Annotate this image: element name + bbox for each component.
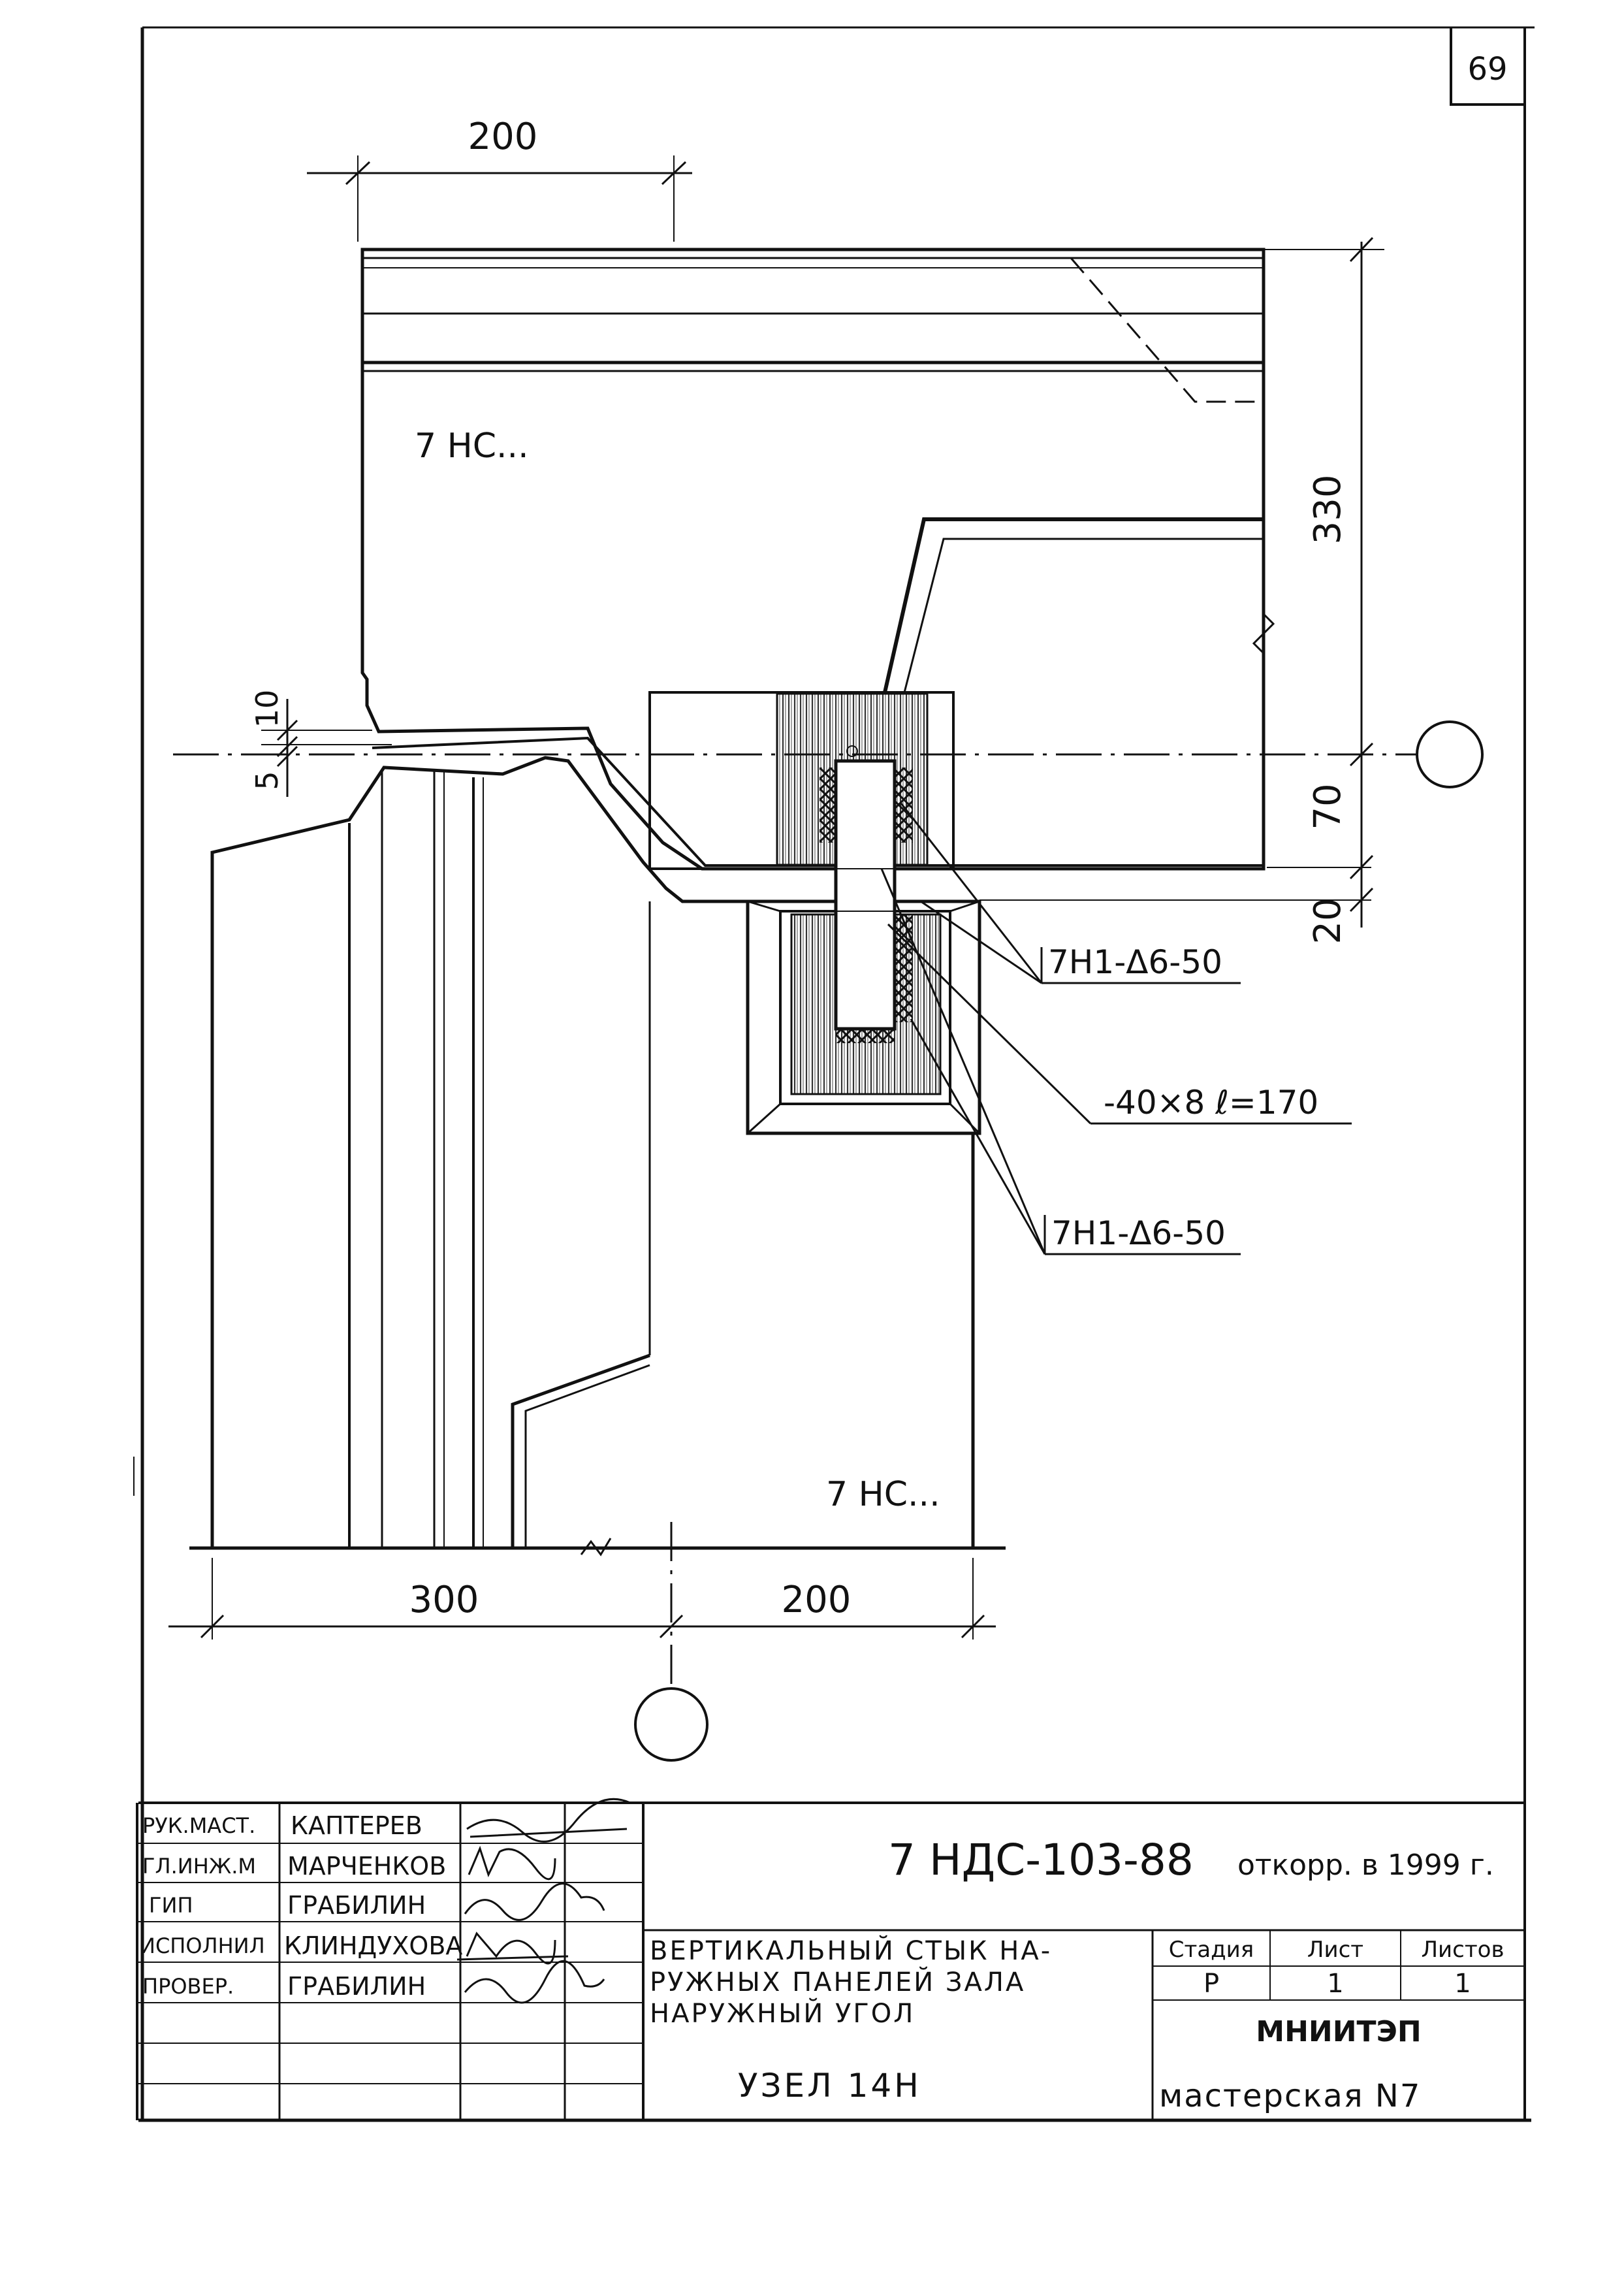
callout-leaders — [880, 803, 1352, 1255]
sheets-value: 1 — [1454, 1969, 1471, 1999]
dim-20: 20 — [1307, 897, 1349, 944]
connecting-plate — [820, 745, 913, 1043]
name-1: КАПТЕРЕВ — [291, 1811, 422, 1840]
title-block-roles: РУК.МАСТ. ГЛ.ИНЖ.М ГИП ИСПОЛНИЛ ПРОВЕР. — [140, 1813, 265, 1999]
dim-5: 5 — [249, 771, 285, 790]
callout-weld-top: 7Н1-Δ6-50 — [1048, 943, 1222, 981]
role-2: ГЛ.ИНЖ.М — [142, 1854, 256, 1879]
name-3: ГРАБИЛИН — [287, 1891, 426, 1920]
sheet-number-box: 69 — [1450, 27, 1525, 106]
role-1: РУК.МАСТ. — [142, 1813, 255, 1838]
workshop-name: мастерская N7 — [1159, 2078, 1421, 2114]
role-3: ГИП — [149, 1893, 193, 1918]
role-5: ПРОВЕР. — [142, 1974, 234, 1999]
signature-4 — [456, 1931, 569, 1965]
dimension-texts: 200 330 70 20 10 5 300 200 — [249, 116, 1349, 1621]
sheet-frame — [133, 26, 1535, 2122]
role-4: ИСПОЛНИЛ — [140, 1933, 265, 1958]
axis-marker-vertical — [634, 1687, 709, 1762]
organization-name: МНИИТЭП — [1256, 2015, 1421, 2048]
axis-lines — [173, 720, 1484, 1762]
panel-label-bottom: 7 НС... — [826, 1475, 940, 1514]
sheet-header: Лист — [1307, 1937, 1363, 1963]
top-panel — [360, 248, 1275, 871]
node-label: УЗЕЛ 14Н — [738, 2067, 921, 2105]
callout-texts: 7Н1-Δ6-50 -40×8 ℓ=170 7Н1-Δ6-50 — [1048, 943, 1318, 1252]
document-code: 7 НДС-103-88 — [888, 1835, 1194, 1885]
title-line-1: ВЕРТИКАЛЬНЫЙ СТЫК НА- — [650, 1935, 1052, 1966]
dim-top-200: 200 — [468, 116, 538, 158]
dim-bottom-300: 300 — [409, 1579, 479, 1621]
name-4: КЛИНДУХОВА — [284, 1931, 462, 1960]
dim-70: 70 — [1307, 783, 1349, 830]
sheets-header: Листов — [1421, 1937, 1504, 1963]
title-line-3: НАРУЖНЫЙ УГОЛ — [650, 1997, 915, 2029]
signature-3 — [464, 1882, 605, 1921]
callout-plate: -40×8 ℓ=170 — [1104, 1084, 1318, 1122]
dim-330: 330 — [1307, 475, 1349, 545]
document-code-note: откорр. в 1999 г. — [1237, 1849, 1494, 1882]
panel-label-top: 7 НС... — [415, 427, 529, 466]
signature-5 — [464, 1960, 605, 2004]
callout-weld-bottom: 7Н1-Δ6-50 — [1051, 1214, 1226, 1252]
signature-1 — [466, 1798, 631, 1843]
joint-gap — [372, 736, 1264, 867]
stage-sheet-cells: Стадия Лист Листов Р 1 1 — [1169, 1937, 1505, 1999]
signatures — [456, 1798, 631, 2004]
drawing-title: ВЕРТИКАЛЬНЫЙ СТЫК НА- РУЖНЫХ ПАНЕЛЕЙ ЗАЛ… — [650, 1935, 1052, 2029]
title-line-2: РУЖНЫХ ПАНЕЛЕЙ ЗАЛА — [650, 1966, 1025, 1997]
dim-bottom-200: 200 — [782, 1579, 852, 1621]
sheet-value: 1 — [1327, 1969, 1343, 1999]
dimension-lines — [168, 155, 1384, 1640]
sheet-number: 69 — [1467, 51, 1507, 88]
title-block-grid — [136, 1801, 1525, 2120]
name-5: ГРАБИЛИН — [287, 1972, 426, 2001]
axis-marker-horizontal — [1416, 720, 1484, 788]
name-2: МАРЧЕНКОВ — [287, 1852, 446, 1881]
stage-header: Стадия — [1169, 1937, 1254, 1963]
stage-value: Р — [1203, 1969, 1219, 1999]
title-block-names: КАПТЕРЕВ МАРЧЕНКОВ ГРАБИЛИН КЛИНДУХОВА Г… — [284, 1811, 462, 2001]
signature-2 — [468, 1845, 556, 1881]
dim-10: 10 — [249, 690, 285, 728]
